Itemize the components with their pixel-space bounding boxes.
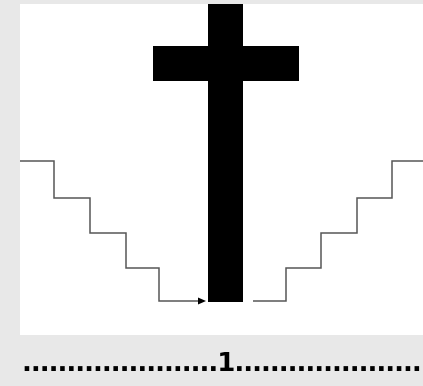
- ascending-staircase: [253, 161, 423, 301]
- caption-fill-in-line: ......................1.................…: [22, 343, 422, 383]
- cross-icon: [153, 4, 299, 302]
- diagram-canvas: [20, 4, 423, 335]
- descending-staircase: [20, 161, 206, 305]
- cross-horizontal-beam: [153, 46, 299, 81]
- arrow-head-icon: [198, 298, 206, 305]
- diagram-panel: [20, 4, 423, 335]
- ascending-staircase-line: [253, 161, 423, 301]
- descending-staircase-line: [20, 161, 200, 301]
